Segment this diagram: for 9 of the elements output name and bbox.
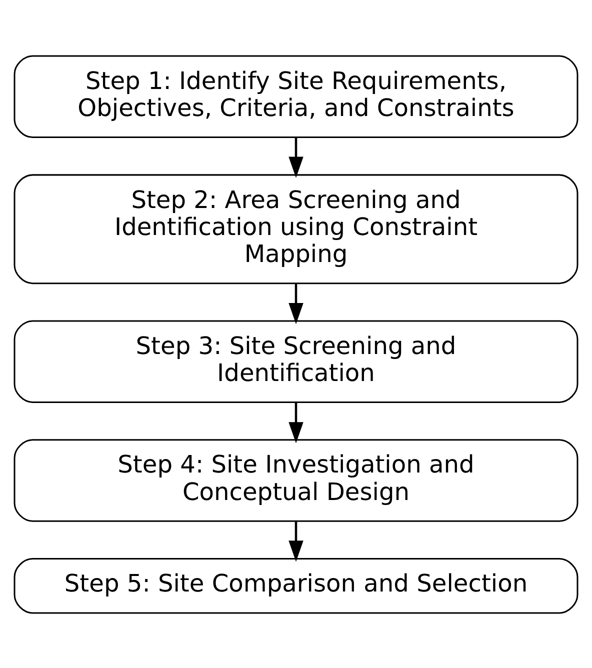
node-box: Step 4: Site Investigation and Conceptual Design: [14, 438, 578, 522]
node-box: Step 2: Area Screening and Identification using Constraint Mapping: [14, 174, 578, 284]
arrow: [288, 137, 304, 178]
arrow: [288, 402, 304, 443]
node-box: Step 3: Site Screening and Identification: [14, 320, 578, 402]
node-box: Step 1: Identify Site Requirements, Objectives, Criteria, and Constraints: [14, 54, 578, 138]
arrow: [288, 520, 304, 562]
arrow: [288, 284, 304, 324]
node-box: Step 5: Site Comparison and Selection: [14, 558, 578, 614]
